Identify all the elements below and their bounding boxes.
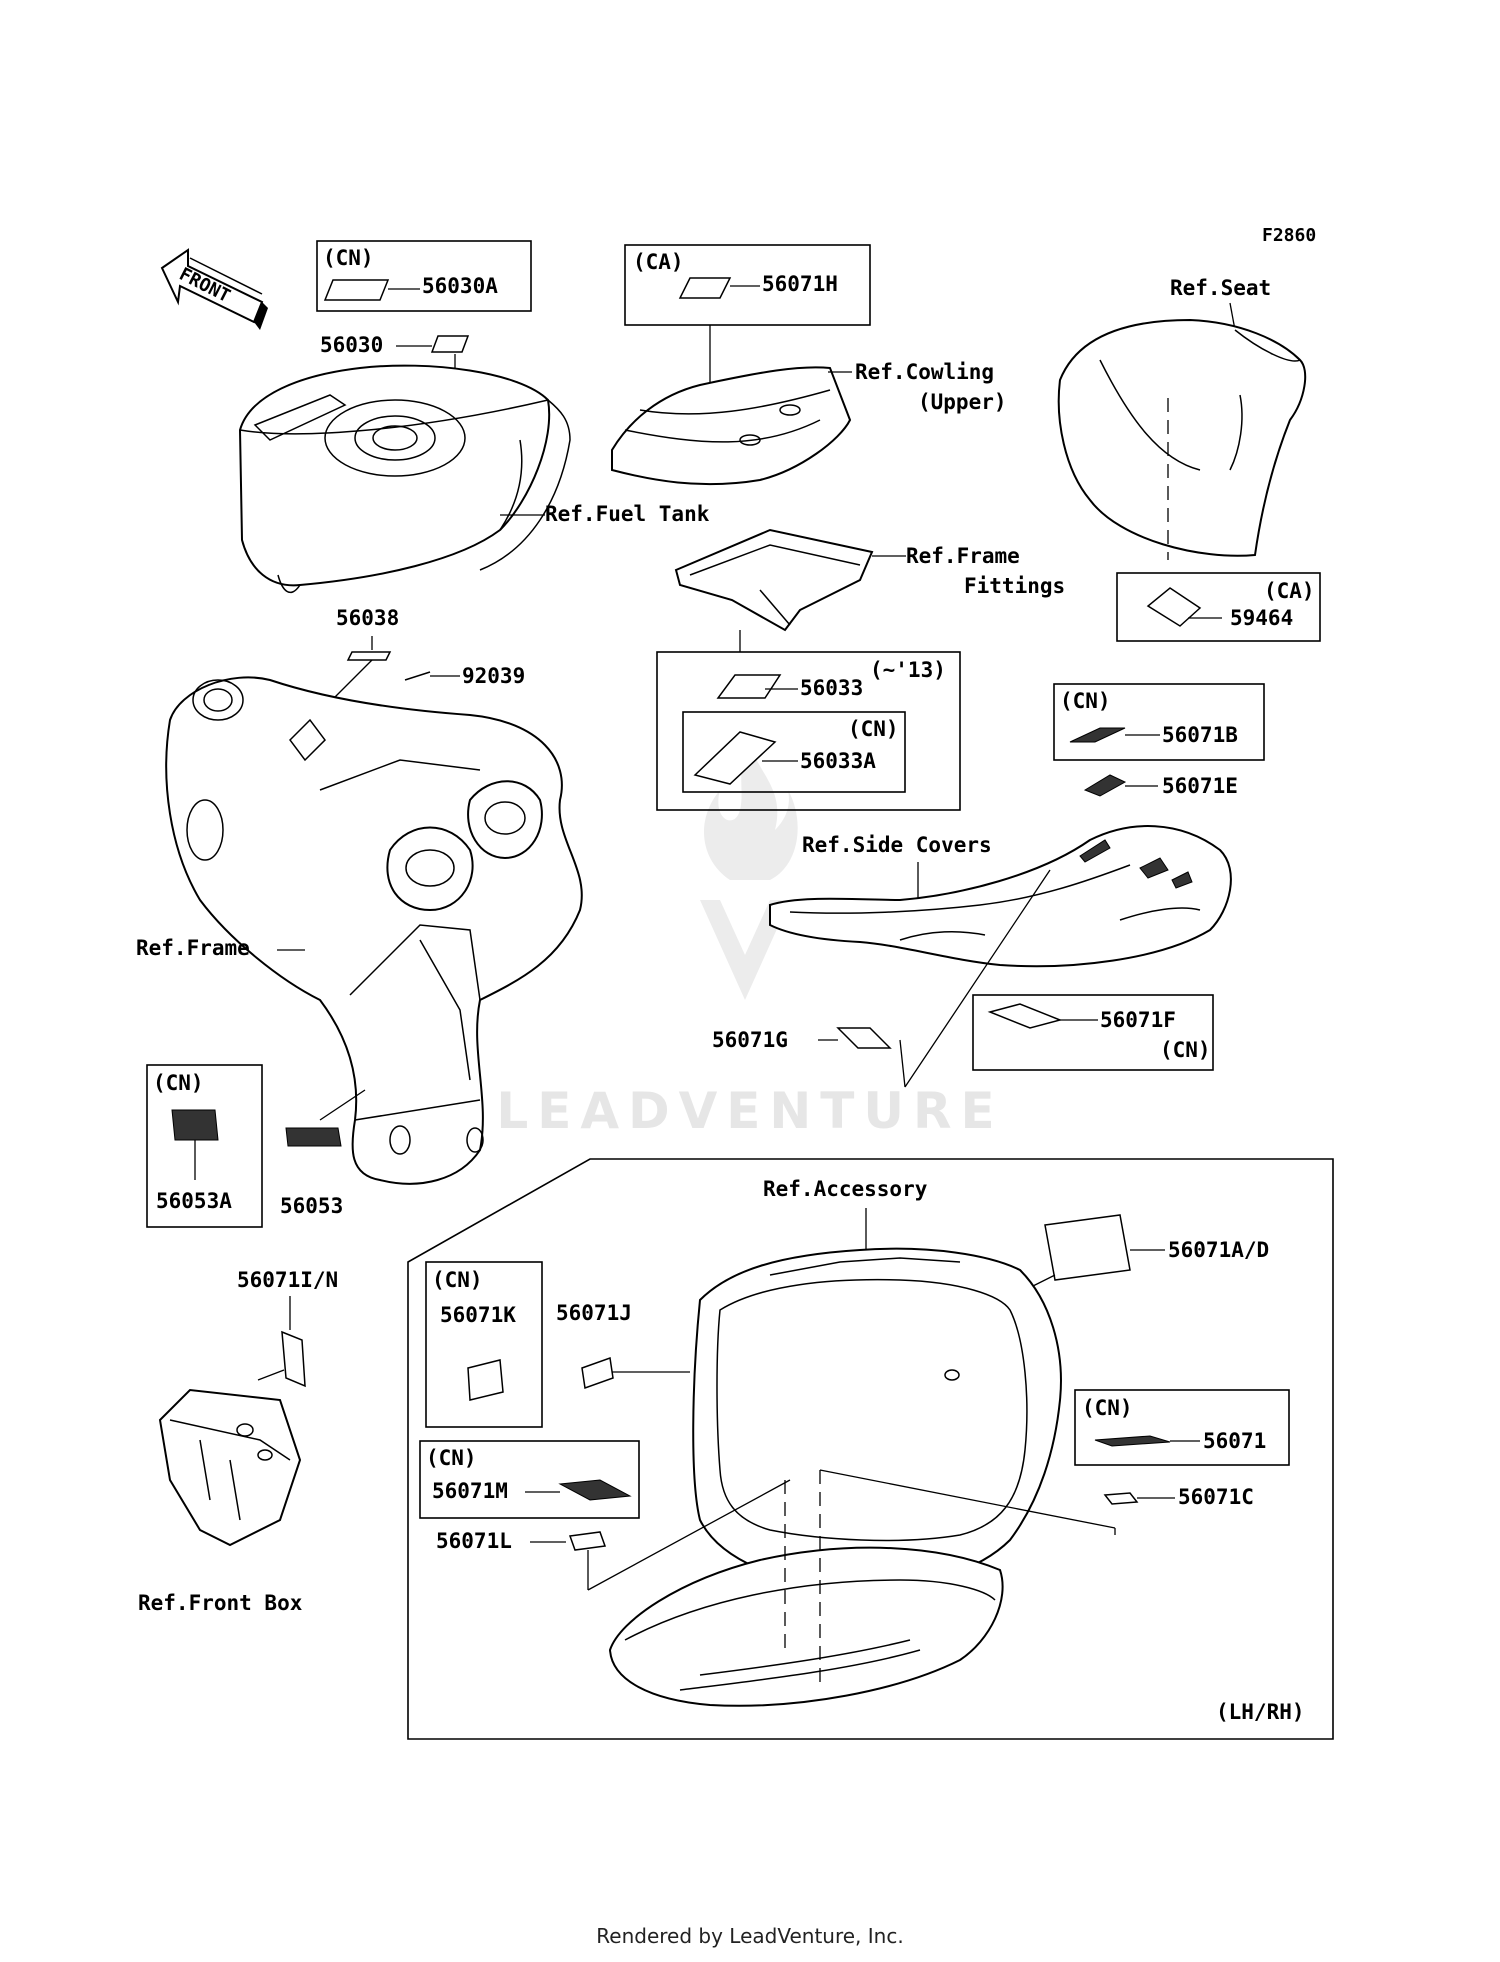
side-covers-group: (CN) 56071B 56071E Ref.Side Covers 56071… xyxy=(712,683,1265,1088)
decal-56071M xyxy=(558,1479,632,1501)
decal-59464 xyxy=(1146,587,1202,627)
part-56071H: 56071H xyxy=(762,272,838,296)
frame-fittings-group: Ref.Frame Fittings (~'13) 56033 (CN) 560… xyxy=(656,528,1065,811)
side-covers-cn-f-box xyxy=(972,994,1214,1071)
ref-cowling-2: (Upper) xyxy=(918,390,1007,414)
cowling-ca-box xyxy=(624,244,871,326)
acc-cn-56071-tag: (CN) xyxy=(1082,1396,1133,1420)
watermark-text: LEADVENTURE xyxy=(496,1082,1003,1140)
part-56030A: 56030A xyxy=(422,274,498,298)
front-box-outline xyxy=(158,1388,302,1547)
acc-cn-56071-box xyxy=(1074,1389,1290,1466)
decal-56071J xyxy=(581,1356,614,1390)
decal-56071E xyxy=(1083,774,1127,797)
decal-56053 xyxy=(285,1127,342,1147)
decal-56071L xyxy=(568,1531,607,1551)
side-covers-cn-b-box xyxy=(1053,683,1265,761)
side-cover-outline xyxy=(769,825,1232,968)
main-frame-group: 56038 92039 Ref.Frame (CN) 56053A 56053 xyxy=(136,606,583,1228)
part-56071E: 56071E xyxy=(1162,774,1238,798)
fuel-tank-cn-tag: (CN) xyxy=(323,246,374,270)
frame-fittings-outline xyxy=(674,528,874,632)
side-covers-cn-b-tag: (CN) xyxy=(1060,689,1111,713)
ref-frame-fittings-1: Ref.Frame xyxy=(906,544,1020,568)
saddlebag-base-outline xyxy=(608,1546,1004,1707)
fuel-tank-group: (CN) 56030A 56030 Ref.Fuel Tank xyxy=(238,240,710,594)
frame-cn-box xyxy=(146,1064,263,1228)
accessory-frame-box xyxy=(407,1158,1334,1740)
seat-ca-tag: (CA) xyxy=(1264,579,1315,603)
decal-56030A xyxy=(323,279,390,301)
cowling-group: (CA) 56071H Ref.Cowling (Upper) xyxy=(611,244,1007,486)
decal-56071B xyxy=(1069,727,1126,743)
ref-side-covers: Ref.Side Covers xyxy=(802,833,992,857)
acc-cn-k-box xyxy=(425,1261,543,1428)
decal-56033A xyxy=(693,731,777,785)
leadventure-watermark: LEADVENTURE xyxy=(496,745,1003,1140)
frame-fittings-13-box xyxy=(656,651,961,811)
decal-56071IN xyxy=(281,1330,306,1388)
part-56071L: 56071L xyxy=(436,1529,512,1553)
decal-56071F xyxy=(987,1003,1063,1029)
decal-56071C xyxy=(1103,1492,1139,1505)
ref-front-box: Ref.Front Box xyxy=(138,1591,303,1615)
fuel-tank-cn-box xyxy=(316,240,532,312)
ref-fuel-tank: Ref.Fuel Tank xyxy=(545,502,710,526)
acc-cn-m-box xyxy=(419,1440,640,1519)
part-56071AD: 56071A/D xyxy=(1168,1238,1269,1262)
frame-fittings-13-tag: (~'13) xyxy=(870,658,946,682)
part-56071IN: 56071I/N xyxy=(237,1268,338,1292)
frame-cn-tag: (CN) xyxy=(153,1071,204,1095)
part-56071C: 56071C xyxy=(1178,1485,1254,1509)
upper-cowling-outline xyxy=(611,366,852,486)
decal-56071H xyxy=(678,277,732,299)
part-92039: 92039 xyxy=(462,664,525,688)
part-59464: 59464 xyxy=(1230,606,1293,630)
part-56033A: 56033A xyxy=(800,749,876,773)
seat-ca-box xyxy=(1116,572,1321,642)
decal-56038 xyxy=(346,651,392,661)
part-56071F: 56071F xyxy=(1100,1008,1176,1032)
part-56030: 56030 xyxy=(320,333,383,357)
decal-56033 xyxy=(716,674,782,699)
part-56071M: 56071M xyxy=(432,1479,508,1503)
decal-56071G xyxy=(836,1027,892,1049)
part-56033: 56033 xyxy=(800,676,863,700)
part-56071: 56071 xyxy=(1203,1429,1266,1453)
ref-frame-fittings-2: Fittings xyxy=(964,574,1065,598)
front-arrow-label: FRONT xyxy=(176,264,234,307)
acc-cn-k-tag: (CN) xyxy=(432,1268,483,1292)
part-56071J: 56071J xyxy=(556,1301,632,1325)
decal-56071-cn xyxy=(1094,1435,1171,1447)
ref-cowling-1: Ref.Cowling xyxy=(855,360,994,384)
decal-56071K xyxy=(467,1359,504,1401)
part-56053A: 56053A xyxy=(156,1189,232,1213)
decal-56030 xyxy=(430,335,470,353)
ref-frame: Ref.Frame xyxy=(136,936,250,960)
part-56071G: 56071G xyxy=(712,1028,788,1052)
cowling-ca-tag: (CA) xyxy=(633,250,684,274)
footer-credit: Rendered by LeadVenture, Inc. xyxy=(596,1924,904,1948)
diagram-code: F2860 xyxy=(1262,225,1316,246)
part-56053: 56053 xyxy=(280,1194,343,1218)
frame-fittings-cn-box xyxy=(682,711,906,793)
front-arrow-icon: FRONT xyxy=(160,248,268,330)
decal-56071AD xyxy=(1044,1214,1131,1281)
side-covers-cn-f-tag: (CN) xyxy=(1160,1038,1211,1062)
acc-cn-m-tag: (CN) xyxy=(426,1446,477,1470)
part-56071K: 56071K xyxy=(440,1303,516,1327)
decal-56053A xyxy=(171,1109,219,1141)
seat-outline xyxy=(1057,318,1307,557)
part-56071B: 56071B xyxy=(1162,723,1238,747)
seat-group: Ref.Seat (CA) 59464 xyxy=(1057,276,1321,642)
ref-seat: Ref.Seat xyxy=(1170,276,1271,300)
accessory-frame-tag: (LH/RH) xyxy=(1216,1700,1305,1724)
part-56038: 56038 xyxy=(336,606,399,630)
frame-fittings-cn-tag: (CN) xyxy=(848,717,899,741)
ref-accessory: Ref.Accessory xyxy=(763,1177,928,1201)
saddlebag-lid-outline xyxy=(692,1247,1062,1592)
accessory-group: (LH/RH) Ref.Accessory 56071A/D (CN) 5607… xyxy=(407,1158,1334,1740)
front-box-group: 56071I/N Ref.Front Box xyxy=(138,1268,338,1615)
